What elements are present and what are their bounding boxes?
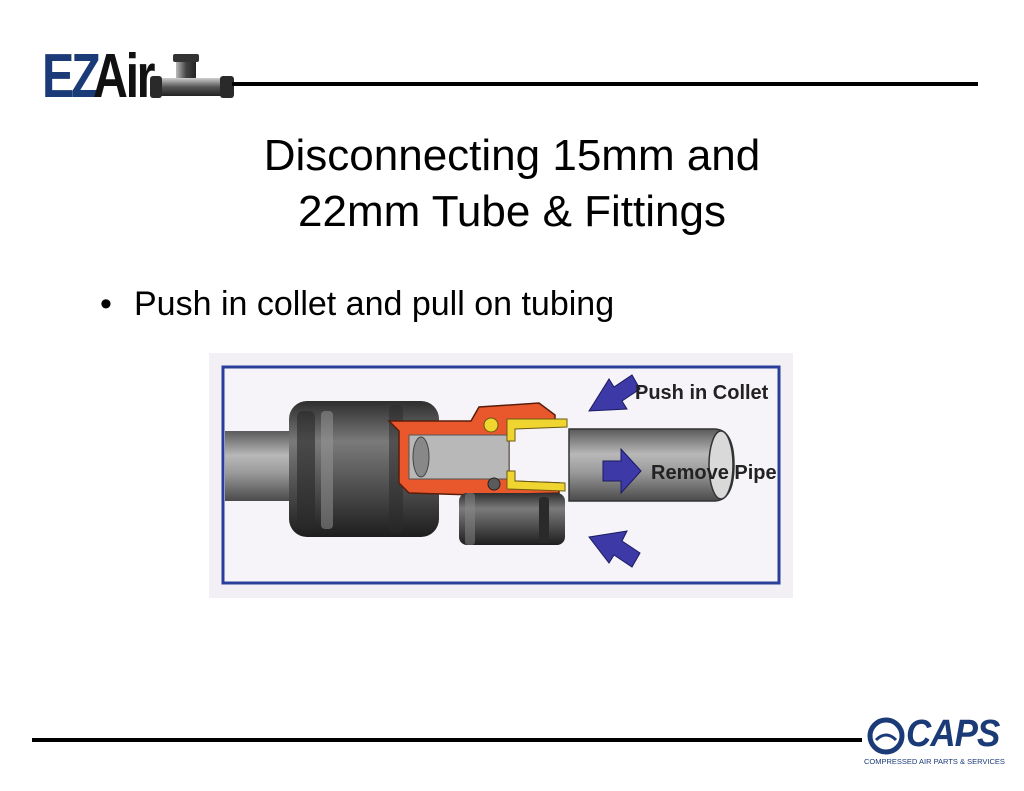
caps-tagline: COMPRESSED AIR PARTS & SERVICES [864,757,1005,766]
logo-air-text: Air [93,42,156,111]
bullet-item: • Push in collet and pull on tubing [100,282,614,326]
bullet-list: • Push in collet and pull on tubing [100,282,614,326]
collet-sleeve [459,493,565,545]
title-line-1: Disconnecting 15mm and [263,131,761,180]
logo-ez-text: EZ [42,42,101,111]
caps-logo: CAPS COMPRESSED AIR PARTS & SERVICES [862,712,1005,770]
footer-rule [32,738,862,742]
header-rule [232,82,978,86]
title-line-2: 22mm Tube & Fittings [298,187,726,236]
bullet-marker: • [100,285,112,323]
caps-name: CAPS [906,713,1000,755]
label-remove-pipe: Remove Pipe [651,462,777,484]
remove-arrow [602,447,642,495]
push-arrow-bottom [588,530,641,568]
push-arrow-top [588,374,641,412]
caps-swirl-icon [867,717,905,755]
slide-title: Disconnecting 15mm and 22mm Tube & Fitti… [112,128,912,240]
bullet-text: Push in collet and pull on tubing [134,285,615,323]
label-push-collet: Push in Collet [635,382,769,404]
tee-fitting-icon [150,54,234,98]
collet-diagram: Push in Collet Remove Pipe [209,353,793,598]
collet [506,418,568,442]
ezair-logo: EZ Air [42,42,170,111]
